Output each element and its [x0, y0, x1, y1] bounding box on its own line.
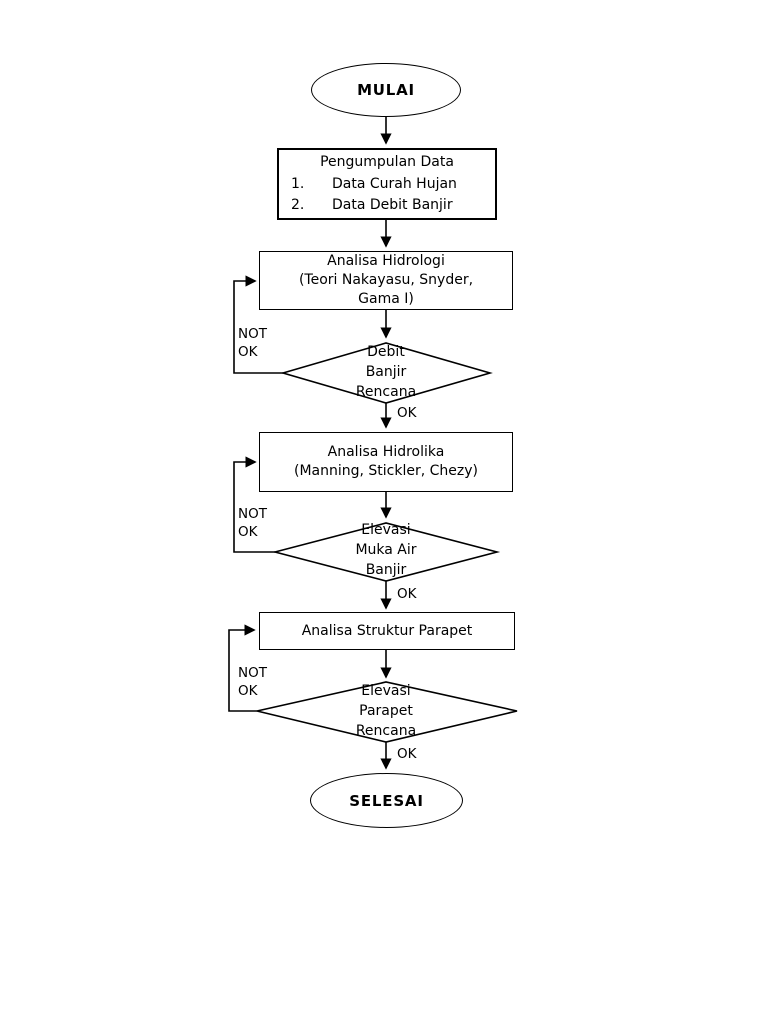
data-collection-item-2: 2. Data Debit Banjir	[279, 195, 495, 217]
parapet-elevation-decision-text: Elevasi Parapet Rencana	[296, 682, 476, 741]
not-ok-line-2: OK	[238, 523, 258, 540]
ok-label-waterlevel: OK	[397, 586, 417, 602]
hydrology-analysis-box: Analisa Hidrologi (Teori Nakayasu, Snyde…	[259, 251, 513, 310]
hydraulics-line-2: (Manning, Stickler, Chezy)	[293, 463, 478, 479]
hydraulics-analysis-box: Analisa Hidrolika (Manning, Stickler, Ch…	[259, 432, 513, 492]
hydrology-line-2: (Teori Nakayasu, Snyder,	[298, 272, 474, 288]
parapet-decision-line-3: Rencana	[355, 722, 417, 739]
parapet-decision-line-2: Parapet	[359, 702, 413, 719]
start-label: MULAI	[357, 81, 415, 99]
parapet-box-line-1: Analisa Struktur Parapet	[301, 622, 473, 639]
not-ok-line-2: OK	[238, 682, 258, 699]
list-number: 2.	[291, 197, 305, 213]
not-ok-line-2: OK	[238, 343, 258, 360]
water-level-line-3: Banjir	[365, 561, 407, 578]
loop-waterlevel-to-hydraulics	[233, 456, 275, 553]
discharge-line-1: Debit	[367, 344, 405, 360]
list-text: Data Curah Hujan	[332, 175, 457, 192]
data-collection-title: Pengumpulan Data	[320, 154, 454, 170]
data-collection-item-1: 1. Data Curah Hujan	[279, 174, 495, 196]
hydraulics-line-1: Analisa Hidrolika	[327, 444, 445, 460]
water-level-decision-text: Elevasi Muka Air Banjir	[296, 521, 476, 580]
diamond-flood-discharge	[280, 342, 493, 404]
flood-discharge-decision-text: Debit Banjir Rencana	[296, 343, 476, 402]
diamond-parapet-elevation	[256, 681, 518, 743]
end-terminator: SELESAI	[310, 773, 463, 828]
not-ok-line-1: NOT	[238, 665, 267, 681]
ok-label-parapet: OK	[397, 746, 417, 762]
loop-parapetdecision-to-parapetbox	[228, 624, 257, 712]
hydrology-line-1: Analisa Hidrologi	[327, 253, 445, 269]
discharge-line-3: Rencana	[355, 383, 417, 400]
not-ok-line-1: NOT	[238, 326, 267, 342]
hydrology-line-3: Gama I)	[358, 291, 414, 307]
list-number: 1.	[291, 175, 305, 192]
data-collection-box: Pengumpulan Data 1. Data Curah Hujan 2. …	[277, 148, 497, 220]
list-text: Data Debit Banjir	[332, 197, 453, 213]
end-label: SELESAI	[349, 791, 424, 810]
ok-label-discharge: OK	[397, 405, 417, 421]
discharge-line-2: Banjir	[365, 363, 407, 380]
diamond-flood-water-level	[271, 522, 501, 582]
loop-discharge-to-hydrology	[233, 275, 283, 374]
parapet-structure-box: Analisa Struktur Parapet	[259, 612, 515, 650]
not-ok-label-waterlevel: NOT OK	[238, 506, 267, 541]
water-level-line-1: Elevasi	[361, 522, 411, 538]
water-level-line-2: Muka Air	[355, 541, 417, 558]
not-ok-label-parapet: NOT OK	[238, 665, 267, 700]
not-ok-label-discharge: NOT OK	[238, 326, 267, 361]
not-ok-line-1: NOT	[238, 506, 267, 522]
start-terminator: MULAI	[311, 63, 461, 117]
parapet-decision-line-1: Elevasi	[361, 683, 411, 699]
